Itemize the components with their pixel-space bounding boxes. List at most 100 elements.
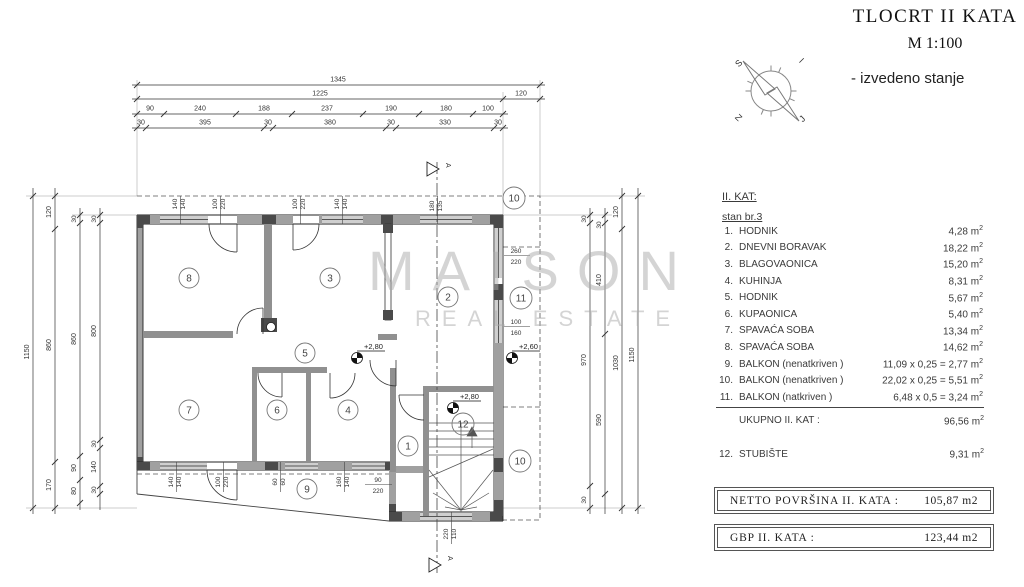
- opening-label: 135: [437, 200, 444, 211]
- opening-label: 260: [511, 248, 522, 255]
- opening-label: 100: [511, 319, 522, 326]
- elevation-marker: +2,80: [351, 342, 385, 364]
- opening-label: 160: [511, 330, 522, 337]
- dim-label: 30: [91, 215, 98, 223]
- dim-label: 30: [91, 440, 98, 448]
- opening-label: 110: [451, 528, 458, 539]
- dim-label: 90: [71, 464, 78, 472]
- dim-label: 1150: [629, 347, 636, 362]
- room-circle: 2: [437, 286, 459, 308]
- room-circle: 1: [397, 435, 419, 457]
- opening-label: 140: [180, 198, 187, 209]
- drawing-scale: M 1:100: [907, 35, 963, 52]
- top-dim-lines: [132, 81, 545, 132]
- legend-floor-heading: II. KAT:: [722, 191, 757, 203]
- dim-label: 330: [439, 120, 451, 127]
- section-marker-top: [426, 161, 440, 177]
- stair-up-arrow: [466, 426, 478, 437]
- opening-label: 90: [374, 477, 382, 484]
- legend-separator: [716, 407, 984, 408]
- compass-north: S: [733, 58, 744, 69]
- dim-label: 237: [321, 106, 333, 113]
- opening-label: 220: [300, 198, 307, 209]
- section-line: A A: [426, 161, 453, 573]
- stairs: [428, 422, 494, 512]
- drawing-title: TLOCRT II KATA: [852, 6, 1018, 27]
- svg-text:10: 10: [514, 457, 526, 468]
- column-marker: [266, 322, 276, 332]
- room-circle: 3: [319, 267, 341, 289]
- dim-label: 1345: [330, 77, 346, 84]
- dim-label: 590: [596, 414, 603, 426]
- wall-6-4: [306, 373, 311, 462]
- floor-plan: 1345 1225 120 90 240 188 237 190 180 100…: [24, 77, 645, 573]
- opening-label: 140: [172, 198, 179, 209]
- dim-label: 30: [264, 120, 272, 127]
- svg-text:6: 6: [274, 406, 280, 417]
- svg-text:2: 2: [445, 293, 451, 304]
- dim-label: 380: [324, 120, 336, 127]
- dim-label: 170: [46, 479, 53, 491]
- room-circle: 11: [509, 286, 533, 310]
- opening-label: 140: [342, 198, 349, 209]
- wall-stairs-left: [423, 386, 429, 516]
- room-row: 9.BALKON (nenatkriven )11,09 x 0,25 = 2,…: [724, 357, 983, 371]
- svg-text:12: 12: [457, 420, 469, 431]
- svg-text:3: 3: [327, 274, 333, 285]
- wall-3-2: [384, 223, 392, 321]
- opening-label: 60: [272, 478, 279, 486]
- dim-label: 1030: [613, 355, 620, 371]
- compass-west: Z: [733, 112, 744, 123]
- room-circle: 10: [502, 186, 526, 210]
- dim-label: 120: [613, 206, 620, 218]
- room-circle: 5: [294, 342, 316, 364]
- top-dim-labels: 1345 1225 120 90 240 188 237 190 180 100…: [137, 77, 527, 127]
- compass-east: I: [797, 56, 806, 65]
- room-circle: 8: [178, 267, 200, 289]
- elevation-marker: +2,80: [447, 392, 481, 414]
- dim-label: 188: [258, 106, 270, 113]
- wall-5-2: [378, 334, 397, 340]
- dim-label: 100: [482, 106, 494, 113]
- legend-unit-heading: stan br.3: [722, 211, 763, 223]
- right-dim-lines: [586, 188, 642, 514]
- compass-rose: S I Z J: [733, 56, 807, 124]
- extension-lines: [26, 80, 645, 509]
- opening-label: 220: [373, 488, 384, 495]
- room-circle: 6: [266, 399, 288, 421]
- opening-label: 100: [212, 198, 219, 209]
- svg-text:9: 9: [304, 485, 310, 496]
- netto-box: NETTO POVRŠINA II. KATA :105,87 m2: [714, 487, 994, 514]
- dim-label: 180: [440, 106, 452, 113]
- walls-layer: [136, 214, 504, 522]
- wall-8-7: [143, 331, 233, 338]
- left-dim-lines: [29, 188, 104, 514]
- dim-label: 120: [515, 91, 527, 98]
- dim-label: 30: [71, 215, 78, 223]
- doors-layer: [206, 223, 425, 501]
- dim-label: 30: [494, 120, 502, 127]
- svg-text:+2,80: +2,80: [364, 342, 383, 351]
- dim-label: 800: [91, 325, 98, 337]
- svg-text:+2,60: +2,60: [519, 342, 538, 351]
- dim-label: 860: [46, 339, 53, 351]
- title-block: TLOCRT II KATA M 1:100: [845, 6, 1024, 53]
- drawing-note: - izvedeno stanje: [851, 70, 965, 87]
- svg-text:+2,80: +2,80: [460, 392, 479, 401]
- opening-label: 100: [292, 198, 299, 209]
- opening-labels: 140 140 100 220 100 220 140 140 180 135 …: [168, 196, 530, 544]
- room-row: 10.BALKON (nenatkriven )22,02 x 0,25 = 5…: [719, 374, 983, 387]
- svg-text:1: 1: [405, 442, 411, 453]
- opening-label: 140: [344, 476, 351, 487]
- balcony-outlines: [137, 195, 541, 521]
- opening-label: 220: [223, 476, 230, 487]
- wall-8-3: [264, 224, 272, 318]
- room-numbers: 1 2 3 4 5 6 7 8 9 10 10 11 12: [178, 186, 533, 500]
- wall-room1-left: [390, 368, 396, 472]
- total-row: UKUPNO II. KAT : 96,56 m2: [739, 415, 984, 428]
- right-dim-labels: 30 970 30 30 410 590 120 1030 1150: [581, 206, 636, 504]
- opening-label: 100: [215, 476, 222, 487]
- svg-text:10: 10: [508, 194, 520, 205]
